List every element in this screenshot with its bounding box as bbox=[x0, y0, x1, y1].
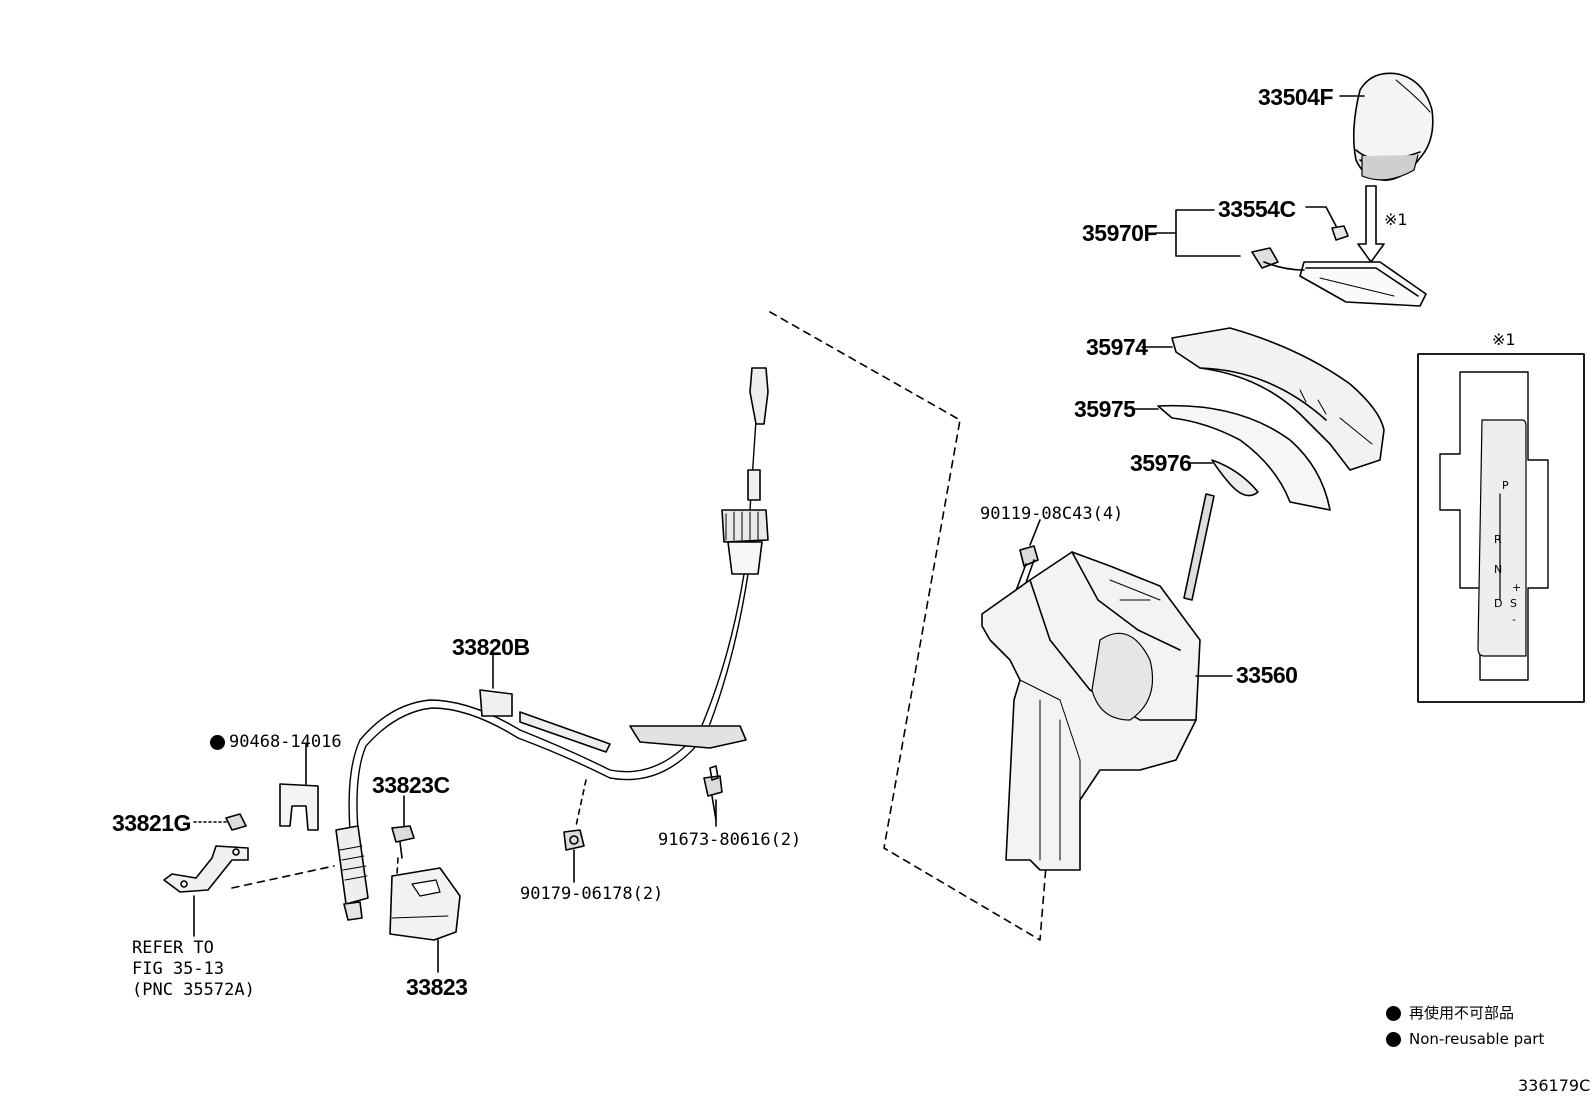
refer-note-line3: (PNC 35572A) bbox=[132, 980, 255, 1000]
label-33821G: 33821G bbox=[112, 810, 191, 836]
gate-label-p: P bbox=[1502, 479, 1509, 492]
label-91673-80616: 91673-80616(2) bbox=[658, 830, 802, 850]
label-33554C: 33554C bbox=[1218, 196, 1296, 222]
refer-note-line2: FIG 35-13 bbox=[132, 959, 225, 979]
gate-label-plus: + bbox=[1512, 581, 1522, 594]
bracket-drawing bbox=[163, 845, 249, 893]
reference-mark: ※1 bbox=[1384, 210, 1408, 229]
cover-33823-drawing bbox=[389, 867, 461, 941]
inset-title: ※1 bbox=[1492, 330, 1516, 349]
arrow-down-icon bbox=[1357, 185, 1385, 263]
nut-90179-drawing bbox=[563, 829, 585, 851]
screw-33823C-drawing bbox=[391, 825, 415, 859]
label-90179-06178: 90179-06178(2) bbox=[520, 884, 664, 904]
label-33504F: 33504F bbox=[1258, 84, 1334, 110]
shift-gate-drawing bbox=[1439, 371, 1549, 681]
gate-label-n: N bbox=[1494, 563, 1503, 576]
label-35974: 35974 bbox=[1086, 334, 1148, 360]
legend-row-en: Non-reusable part bbox=[1386, 1032, 1544, 1047]
indicator-assembly-drawing bbox=[1251, 225, 1427, 307]
label-90468-14016: 90468-14016 bbox=[210, 734, 342, 751]
bolt-91673-drawing bbox=[703, 765, 723, 821]
legend-dot-icon-2 bbox=[1386, 1032, 1401, 1047]
legend-row-ja: 再使用不可部品 bbox=[1386, 1006, 1514, 1021]
dust-plate-drawing bbox=[1157, 404, 1331, 511]
label-90468-text: 90468-14016 bbox=[229, 732, 342, 752]
label-33820B: 33820B bbox=[452, 634, 530, 660]
upper-cover-drawing bbox=[1171, 327, 1385, 471]
dashed-relation-line bbox=[769, 311, 1047, 941]
label-90119-08C43: 90119-08C43(4) bbox=[980, 504, 1124, 524]
shift-knob-drawing bbox=[1352, 72, 1434, 181]
gate-label-d: D bbox=[1494, 597, 1503, 610]
gate-label-r: R bbox=[1494, 533, 1502, 546]
refer-note: REFER TO FIG 35-13 (PNC 35572A) bbox=[132, 938, 255, 1001]
gate-label-s: S bbox=[1510, 597, 1517, 610]
label-35970F: 35970F bbox=[1082, 220, 1158, 246]
refer-note-line1: REFER TO bbox=[132, 938, 214, 958]
clip-90468-drawing bbox=[279, 783, 319, 831]
legend-ja-text: 再使用不可部品 bbox=[1409, 1004, 1515, 1022]
shift-lever-housing-drawing bbox=[981, 493, 1215, 871]
label-33560: 33560 bbox=[1236, 662, 1298, 688]
slider-drawing bbox=[1211, 459, 1259, 497]
figure-id: 336179C bbox=[1518, 1076, 1591, 1095]
inset-box bbox=[1417, 353, 1585, 703]
legend-en-text: Non-reusable part bbox=[1409, 1030, 1545, 1048]
label-35975: 35975 bbox=[1074, 396, 1136, 422]
non-reusable-dot-icon bbox=[210, 735, 225, 750]
label-35976: 35976 bbox=[1130, 450, 1192, 476]
gate-label-minus: - bbox=[1512, 613, 1516, 626]
shift-cable-drawing bbox=[335, 367, 769, 921]
label-33823C: 33823C bbox=[372, 772, 450, 798]
label-33823: 33823 bbox=[406, 974, 468, 1000]
legend-dot-icon bbox=[1386, 1006, 1401, 1021]
nut-33821G-drawing bbox=[225, 813, 247, 831]
